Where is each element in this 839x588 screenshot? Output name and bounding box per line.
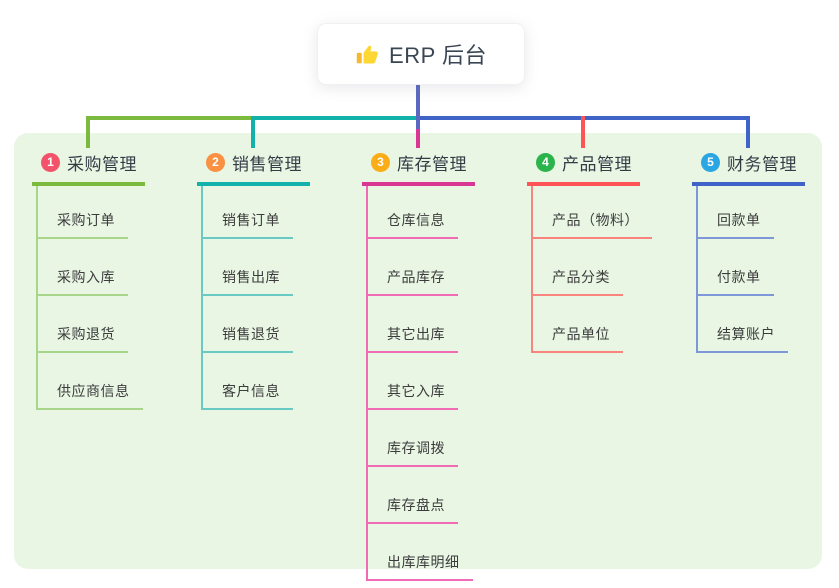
child-node[interactable]: 销售订单 xyxy=(203,186,293,239)
child-node[interactable]: 采购入库 xyxy=(38,239,128,296)
branch-number-badge: 3 xyxy=(371,153,390,172)
child-node-label: 客户信息 xyxy=(222,383,280,399)
branch-header-node[interactable]: 5 财务管理 xyxy=(692,148,805,186)
root-trunk-connector xyxy=(416,83,420,129)
child-node-label: 其它出库 xyxy=(387,326,445,342)
child-node[interactable]: 产品（物料） xyxy=(533,186,652,239)
child-node-label: 结算账户 xyxy=(717,326,775,342)
child-node[interactable]: 库存盘点 xyxy=(368,467,458,524)
branch-column-财务管理: 5 财务管理 回款单 付款单 结算账户 xyxy=(692,116,805,353)
child-node-label: 销售订单 xyxy=(222,212,280,228)
child-node-label: 供应商信息 xyxy=(57,383,130,399)
branch-drop-connector xyxy=(416,116,420,148)
branch-title: 销售管理 xyxy=(232,155,302,174)
child-node[interactable]: 仓库信息 xyxy=(368,186,458,239)
branch-title: 财务管理 xyxy=(727,155,797,174)
child-node-label: 产品库存 xyxy=(387,269,445,285)
branch-column-销售管理: 2 销售管理 销售订单 销售出库 销售退货 客户信息 xyxy=(197,116,310,410)
child-node[interactable]: 出库库明细 xyxy=(368,524,473,581)
child-node-label: 销售退货 xyxy=(222,326,280,342)
child-node[interactable]: 销售出库 xyxy=(203,239,293,296)
child-node[interactable]: 供应商信息 xyxy=(38,353,143,410)
branch-header-node[interactable]: 1 采购管理 xyxy=(32,148,145,186)
branch-number-badge: 4 xyxy=(536,153,555,172)
branch-number-badge: 1 xyxy=(41,153,60,172)
child-node-label: 采购入库 xyxy=(57,269,115,285)
branch-column-采购管理: 1 采购管理 采购订单 采购入库 采购退货 供应商信息 xyxy=(32,116,145,410)
root-node[interactable]: ERP 后台 xyxy=(317,23,525,85)
branch-children-list: 采购订单 采购入库 采购退货 供应商信息 xyxy=(36,186,145,410)
child-node[interactable]: 产品单位 xyxy=(533,296,623,353)
branch-column-产品管理: 4 产品管理 产品（物料） 产品分类 产品单位 xyxy=(527,116,652,353)
child-node-label: 回款单 xyxy=(717,212,761,228)
child-node[interactable]: 采购退货 xyxy=(38,296,128,353)
root-node-title: ERP 后台 xyxy=(389,43,487,68)
branch-children-list: 产品（物料） 产品分类 产品单位 xyxy=(531,186,652,353)
child-node[interactable]: 其它出库 xyxy=(368,296,458,353)
child-node[interactable]: 库存调拨 xyxy=(368,410,458,467)
child-node-label: 库存调拨 xyxy=(387,440,445,456)
branch-drop-connector xyxy=(86,116,90,148)
child-node-label: 仓库信息 xyxy=(387,212,445,228)
branch-header-node[interactable]: 4 产品管理 xyxy=(527,148,640,186)
child-node[interactable]: 客户信息 xyxy=(203,353,293,410)
branch-children-list: 销售订单 销售出库 销售退货 客户信息 xyxy=(201,186,310,410)
branch-title: 产品管理 xyxy=(562,155,632,174)
child-node-label: 库存盘点 xyxy=(387,497,445,513)
child-node-label: 采购订单 xyxy=(57,212,115,228)
branch-drop-connector xyxy=(251,116,255,148)
thumbs-up-icon xyxy=(355,42,380,67)
child-node[interactable]: 产品分类 xyxy=(533,239,623,296)
child-node-label: 销售出库 xyxy=(222,269,280,285)
branch-children-list: 仓库信息 产品库存 其它出库 其它入库 库存调拨 库存盘点 出库库明细 xyxy=(366,186,475,581)
child-node-label: 出库库明细 xyxy=(387,554,460,570)
child-node[interactable]: 产品库存 xyxy=(368,239,458,296)
child-node-label: 采购退货 xyxy=(57,326,115,342)
child-node-label: 产品单位 xyxy=(552,326,610,342)
rail-connector-segment xyxy=(86,116,255,120)
child-node[interactable]: 回款单 xyxy=(698,186,774,239)
child-node-label: 其它入库 xyxy=(387,383,445,399)
branch-title: 采购管理 xyxy=(67,155,137,174)
branch-number-badge: 2 xyxy=(206,153,225,172)
child-node[interactable]: 销售退货 xyxy=(203,296,293,353)
branch-header-node[interactable]: 3 库存管理 xyxy=(362,148,475,186)
rail-connector-segment xyxy=(251,116,420,120)
branch-header-node[interactable]: 2 销售管理 xyxy=(197,148,310,186)
branch-title: 库存管理 xyxy=(397,155,467,174)
child-node[interactable]: 采购订单 xyxy=(38,186,128,239)
branch-drop-connector xyxy=(581,116,585,148)
child-node[interactable]: 其它入库 xyxy=(368,353,458,410)
child-node-label: 产品分类 xyxy=(552,269,610,285)
branch-column-库存管理: 3 库存管理 仓库信息 产品库存 其它出库 其它入库 库存调拨 库存盘点 出库库… xyxy=(362,116,475,581)
child-node[interactable]: 付款单 xyxy=(698,239,774,296)
child-node-label: 付款单 xyxy=(717,269,761,285)
child-node-label: 产品（物料） xyxy=(552,212,639,228)
child-node[interactable]: 结算账户 xyxy=(698,296,788,353)
branch-number-badge: 5 xyxy=(701,153,720,172)
branch-drop-connector xyxy=(746,116,750,148)
branch-children-list: 回款单 付款单 结算账户 xyxy=(696,186,805,353)
